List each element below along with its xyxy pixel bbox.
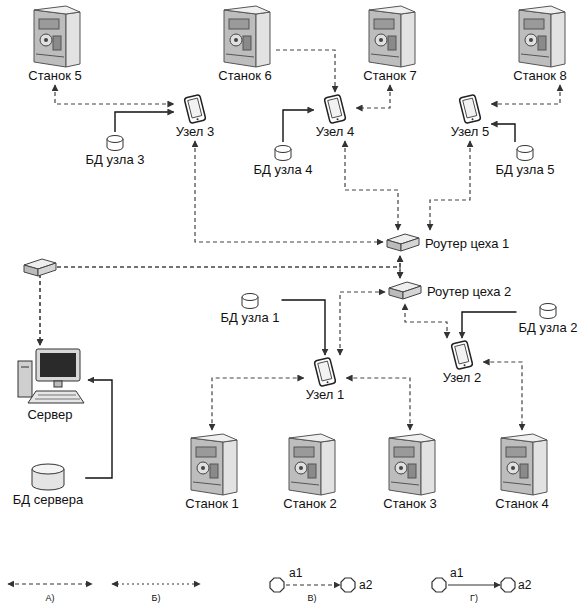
node-icon — [515, 144, 535, 162]
network-link — [399, 256, 400, 278]
node-icon — [381, 432, 439, 496]
terminal-node: Узел 2 — [441, 338, 484, 387]
database-node: БД сервера — [11, 460, 85, 509]
node-label: Узел 4 — [316, 124, 355, 139]
router-symbol — [24, 259, 56, 276]
node-icon — [538, 302, 558, 320]
node-icon — [493, 432, 551, 496]
node-icon — [183, 432, 241, 496]
node-icon — [14, 347, 86, 407]
machine-node: Станок 1 — [181, 430, 243, 513]
terminal-node: Узел 3 — [174, 92, 217, 141]
legend-label: Б) — [152, 593, 161, 604]
network-link — [40, 267, 400, 345]
node-icon — [26, 4, 84, 68]
node-icon — [385, 232, 421, 254]
legend-samples — [8, 578, 515, 592]
legend-symbol-label: a2 — [518, 578, 531, 592]
router-node: Роутер цеха 2 — [385, 278, 513, 304]
node-label: Станок 1 — [185, 496, 238, 511]
machine-node: Станок 3 — [379, 430, 441, 513]
database-node: БД узла 2 — [517, 300, 580, 337]
node-label: БД сервера — [13, 492, 83, 507]
node-icon — [273, 144, 293, 162]
data-link — [282, 300, 326, 355]
node-label: Роутер цеха 1 — [425, 236, 509, 251]
terminal-node: Узел 4 — [314, 92, 357, 141]
router-node: Роутер цеха 1 — [383, 230, 511, 256]
node-icon — [387, 280, 423, 302]
legend-label: А) — [46, 593, 55, 604]
node-icon — [183, 94, 207, 124]
terminal-node: Узел 1 — [304, 355, 347, 404]
network-link — [483, 362, 522, 430]
network-link — [340, 292, 385, 355]
node-label: Станок 5 — [28, 68, 81, 83]
data-link — [491, 124, 515, 142]
node-label: Сервер — [27, 407, 72, 422]
network-link — [55, 85, 174, 104]
node-label: Роутер цеха 2 — [427, 284, 511, 299]
node-label: Станок 4 — [495, 496, 548, 511]
data-link — [115, 112, 174, 132]
node-icon — [458, 94, 482, 124]
machine-node: Станок 7 — [359, 2, 421, 85]
machine-node: Станок 4 — [491, 430, 553, 513]
data-link — [85, 380, 112, 478]
node-icon — [450, 340, 474, 370]
data-link — [283, 110, 314, 142]
node-label: Узел 2 — [443, 370, 482, 385]
node-label: Станок 6 — [218, 68, 271, 83]
database-node: БД узла 3 — [84, 132, 147, 169]
network-link — [405, 304, 447, 338]
network-link — [195, 141, 383, 242]
node-icon — [105, 134, 125, 152]
node-label: БД узла 4 — [254, 162, 313, 177]
legend-label: Г) — [470, 593, 478, 604]
machine-node: Станок 2 — [279, 430, 341, 513]
node-icon — [361, 4, 419, 68]
node-label: Узел 3 — [176, 124, 215, 139]
machine-node: Станок 8 — [509, 2, 571, 85]
node-label: Узел 1 — [306, 387, 345, 402]
terminal-node: Узел 5 — [449, 92, 492, 141]
network-link — [212, 378, 304, 430]
legend-label: В) — [308, 593, 317, 604]
machine-node: Станок 5 — [24, 2, 86, 85]
database-node: БД узла 1 — [219, 290, 282, 327]
node-label: БД узла 1 — [221, 310, 280, 325]
legend-symbol-label: a1 — [289, 566, 302, 580]
machine-node: Станок 6 — [214, 2, 276, 85]
node-label: БД узла 2 — [519, 320, 578, 335]
node-icon — [313, 357, 337, 387]
network-link — [40, 256, 400, 345]
network-link — [430, 141, 470, 230]
node-label: Станок 2 — [283, 496, 336, 511]
node-label: Станок 8 — [513, 68, 566, 83]
node-icon — [511, 4, 569, 68]
node-label: БД узла 3 — [86, 152, 145, 167]
network-link — [356, 85, 390, 108]
server-node: Сервер — [12, 345, 88, 424]
node-label: Станок 7 — [363, 68, 416, 83]
data-link — [462, 312, 517, 338]
database-node: БД узла 5 — [494, 142, 557, 179]
legend-symbol-label: a1 — [450, 566, 463, 580]
node-icon — [323, 94, 347, 124]
node-icon — [240, 292, 260, 310]
node-icon — [30, 462, 66, 492]
node-icon — [281, 432, 339, 496]
node-label: Станок 3 — [383, 496, 436, 511]
node-label: БД узла 5 — [496, 162, 555, 177]
node-label: Узел 5 — [451, 124, 490, 139]
network-link — [276, 50, 335, 92]
network-link — [346, 378, 410, 430]
database-node: БД узла 4 — [252, 142, 315, 179]
legend-symbol-label: a2 — [359, 578, 372, 592]
network-link — [345, 141, 398, 230]
network-link — [491, 85, 560, 104]
node-icon — [216, 4, 274, 68]
